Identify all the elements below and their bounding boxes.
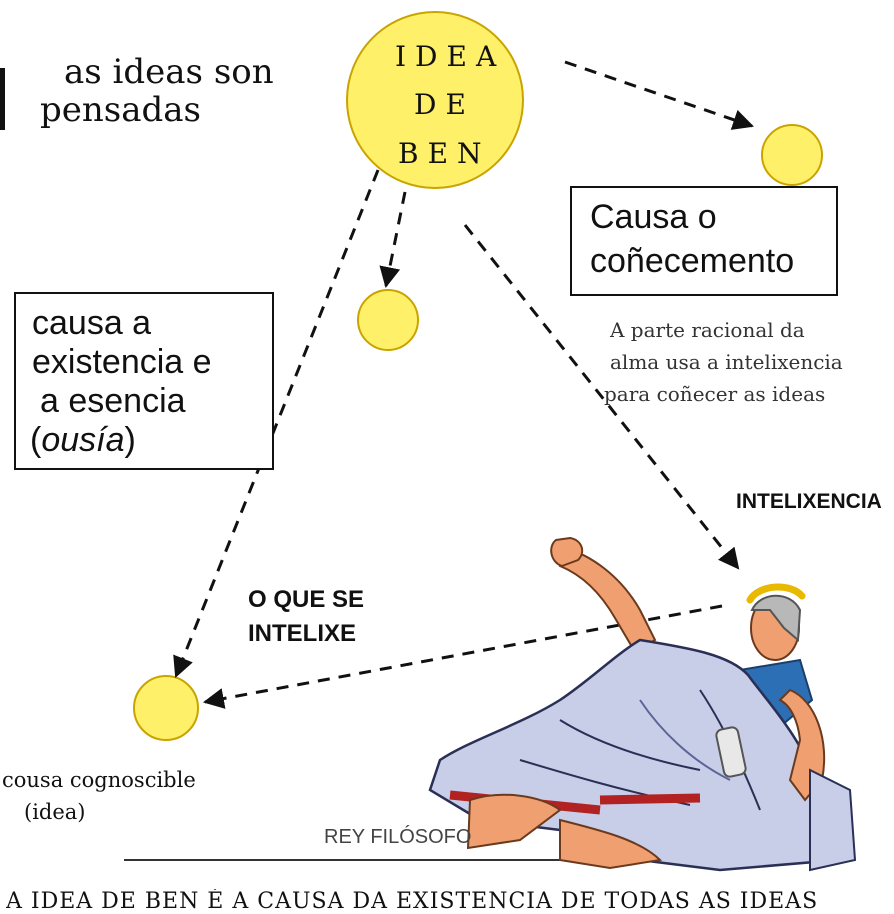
arrow-to-knowable-idea xyxy=(173,169,380,678)
idea-sun-line-2: DE xyxy=(414,88,475,121)
intelligible-label-line-1: O QUE SE xyxy=(248,586,365,613)
knowledge-cause-box xyxy=(570,186,838,296)
idea-sun-line-3: BEN xyxy=(398,137,491,170)
philosopher-king-label: REY FILÓSOFO xyxy=(324,826,472,848)
rational-note-line-2: alma usa a intelixencia xyxy=(610,350,843,374)
knowledge-box-line-2: coñecemento xyxy=(590,242,795,280)
idea-sun-line-1: IDEA xyxy=(395,40,506,73)
intelligible-label-line-2: INTELIXE xyxy=(248,620,357,647)
knowable-note-line-1: cousa cognoscible xyxy=(2,768,196,792)
existence-box-line-4: (ousía) xyxy=(30,421,136,460)
ideas-thought-note-line-2: pensadas xyxy=(40,90,201,130)
arrow-to-philosopher xyxy=(463,224,740,570)
ousia-term: ousía xyxy=(41,421,125,459)
knowledge-idea-circle xyxy=(761,124,823,186)
arrow-to-knowledge xyxy=(564,60,754,130)
existence-cause-box xyxy=(14,292,274,470)
ousia-close-paren: ) xyxy=(124,421,136,459)
philosopher-king-figure xyxy=(428,536,857,872)
rational-note-line-3: para coñecer as ideas xyxy=(604,382,826,406)
existence-box-line-2: existencia e xyxy=(32,343,212,381)
arrow-to-middle-idea xyxy=(379,191,407,289)
existence-box-line-3: a esencia xyxy=(40,382,186,420)
ideas-thought-note-line-1: as ideas son xyxy=(64,52,274,92)
knowable-idea-circle xyxy=(133,675,199,741)
existence-box-line-1: causa a xyxy=(32,304,152,342)
rational-note-line-1: A parte racional da xyxy=(610,318,805,342)
knowable-note-line-2: (idea) xyxy=(24,800,86,824)
knowledge-box-line-1: Causa o xyxy=(590,198,717,236)
ousia-open-paren: ( xyxy=(30,421,42,459)
left-edge-bar xyxy=(0,68,5,130)
idea-de-ben-sun xyxy=(346,11,524,189)
middle-idea-circle xyxy=(357,289,419,351)
intelligence-label: INTELIXENCIA xyxy=(736,490,882,513)
bottom-caption: A IDEA DE BEN É A CAUSA DA EXISTENCIA DE… xyxy=(6,889,819,914)
